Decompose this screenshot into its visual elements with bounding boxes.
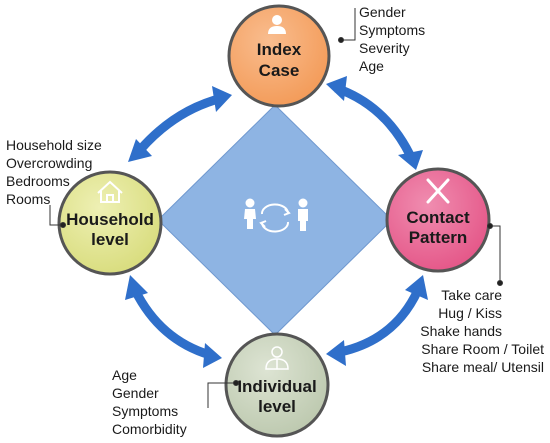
central-diamond <box>157 104 393 336</box>
index-case-label: Symptoms <box>359 22 425 38</box>
individual-label: Age <box>112 367 137 383</box>
index-case-label: Age <box>359 58 384 74</box>
contact-labels: Take care Hug / Kiss Shake hands Share R… <box>420 287 544 375</box>
household-title-line1: Household <box>66 210 154 229</box>
individual-labels: Age Gender Symptoms Comorbidity <box>112 367 187 437</box>
house-icon <box>97 180 123 203</box>
arrow-contact-individual <box>326 275 428 366</box>
node-household: Household level <box>57 170 163 276</box>
node-index-case: Index Case <box>227 4 331 108</box>
individual-label: Symptoms <box>112 403 178 419</box>
household-label: Rooms <box>6 191 50 207</box>
fork-knife-icon <box>426 178 450 204</box>
people-exchange-icon <box>244 198 308 233</box>
connector-individual <box>207 380 239 408</box>
contact-title-line2: Pattern <box>409 228 468 247</box>
index-case-label: Gender <box>359 4 406 20</box>
arrow-index-household <box>128 86 232 162</box>
node-individual: Individual level <box>224 332 330 438</box>
household-labels: Household size Overcrowding Bedrooms Roo… <box>6 137 102 207</box>
contact-label: Share Room / Toilet <box>421 341 544 357</box>
index-case-label: Severity <box>359 40 410 56</box>
arrow-index-contact <box>326 76 423 170</box>
individual-title-line2: level <box>258 397 296 416</box>
arrow-household-individual <box>125 275 222 368</box>
household-title-line2: level <box>91 230 129 249</box>
index-case-title-line2: Case <box>259 61 300 80</box>
individual-label: Comorbidity <box>112 421 187 437</box>
contact-title-line1: Contact <box>406 208 470 227</box>
contact-label: Take care <box>441 287 502 303</box>
household-label: Bedrooms <box>6 173 70 189</box>
household-label: Household size <box>6 137 102 153</box>
contact-label: Share meal/ Utensil <box>422 359 544 375</box>
index-case-title-line1: Index <box>257 40 302 59</box>
connector-index-case <box>338 8 356 43</box>
connector-contact <box>487 223 503 286</box>
connector-household <box>49 205 66 228</box>
index-case-labels: Gender Symptoms Severity Age <box>359 4 425 74</box>
contact-label: Hug / Kiss <box>438 305 502 321</box>
doctor-icon <box>265 346 289 370</box>
household-label: Overcrowding <box>6 155 92 171</box>
individual-label: Gender <box>112 385 159 401</box>
node-contact-pattern: Contact Pattern <box>385 167 491 273</box>
person-icon <box>268 15 286 34</box>
individual-title-line1: Individual <box>237 377 316 396</box>
contact-label: Shake hands <box>420 323 502 339</box>
